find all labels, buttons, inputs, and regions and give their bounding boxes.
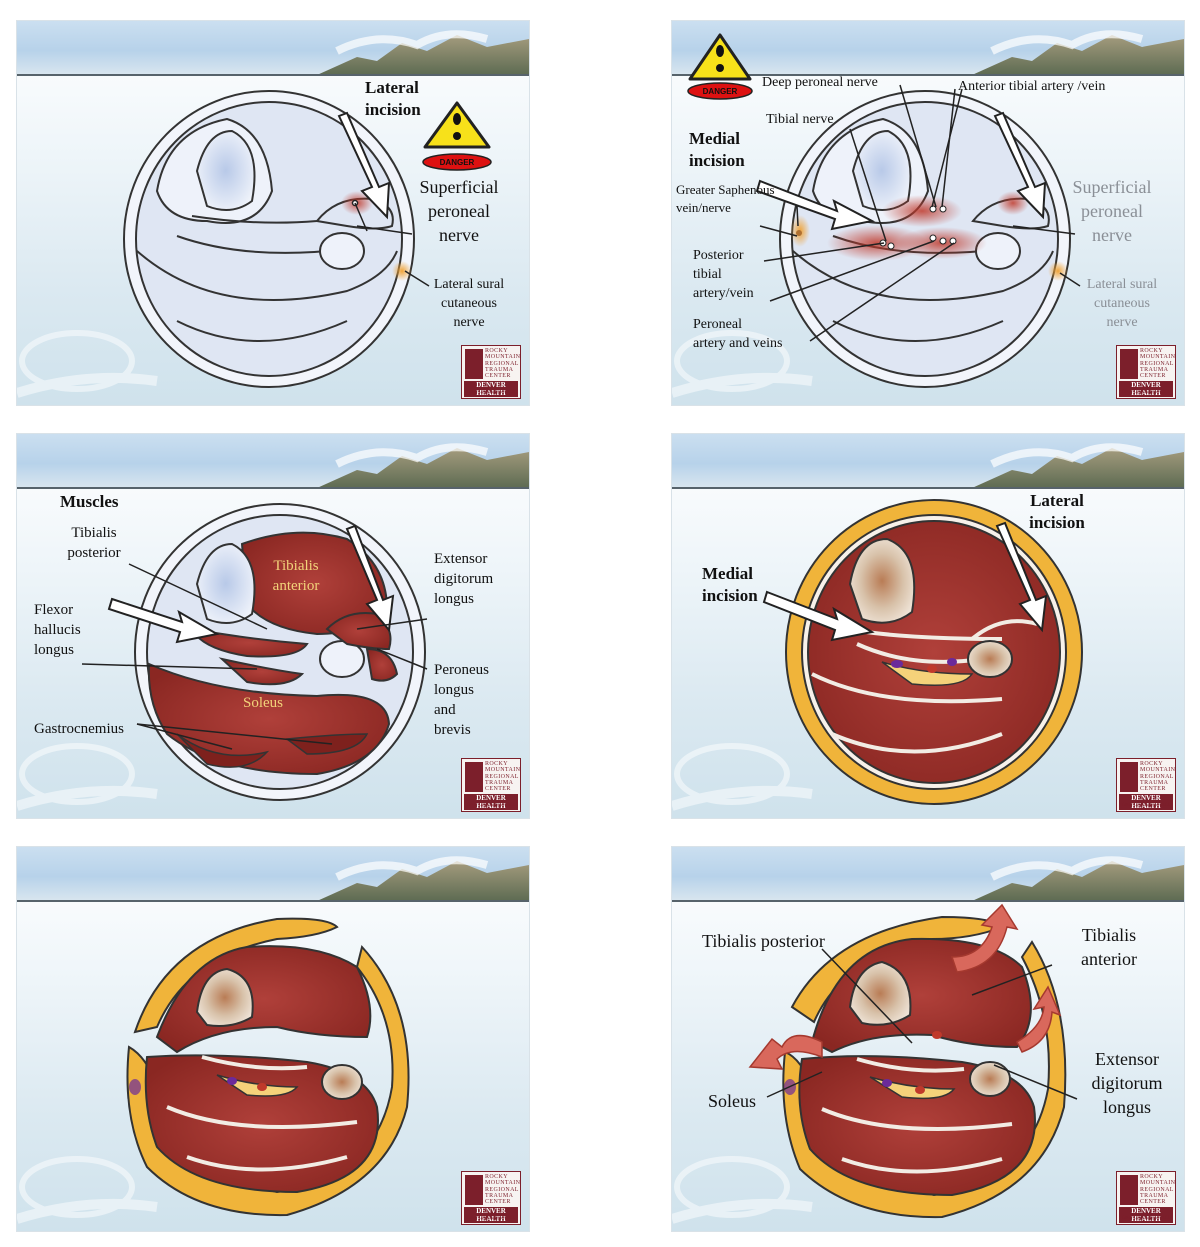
label-superficial-peroneal-nerve: Superficial peroneal nerve [419, 177, 499, 245]
label-peroneal-artery-and-veins: Peroneal artery and veins [693, 317, 783, 351]
cross-section [782, 915, 1067, 1219]
banner-mountains [972, 856, 1184, 901]
label-anterior-tibial-artery-vein: Anterior tibial artery /vein [958, 79, 1106, 94]
label-extensor-digitorum-longus: Extensor digitorum longus [434, 551, 494, 607]
cross-section [779, 90, 1071, 388]
leader-lines [81, 563, 428, 750]
label-tibialis-posterior: Tibialis posterior [67, 525, 121, 561]
label-deep-peroneal-nerve: Deep peroneal nerve [762, 75, 878, 90]
cross-section [126, 917, 410, 1217]
leg-cross-section-diagram [672, 443, 1184, 811]
leg-silhouette-watermark [672, 1156, 813, 1224]
incision-arrows [107, 524, 395, 644]
leg-silhouette-watermark [672, 330, 813, 398]
label-tibialis-anterior: Tibialis anterior [272, 558, 320, 594]
slide-lateral-incision-nerves: DANGER Lateral incision Superficial pero… [16, 20, 530, 406]
label-flexor-hallucis-longus: Flexor hallucis longus [34, 602, 81, 658]
slide-muscles: Muscles Tibialis posterior Tibialis ante… [16, 433, 530, 819]
label-gastrocnemius: Gastrocnemius [34, 721, 124, 737]
banner-mountains [972, 443, 1184, 488]
cross-section [134, 503, 426, 801]
danger-warning-icon: DANGER [687, 33, 753, 100]
label-medial-incision: Medial incision [702, 564, 758, 605]
label-lateral-incision: Lateral incision [365, 78, 421, 119]
leader-lines [766, 948, 1078, 1100]
leg-cross-section-diagram: DANGER [17, 30, 529, 398]
label-medial-incision: Medial incision [689, 129, 745, 170]
incision-arrows [762, 521, 1048, 642]
banner-mountains [317, 30, 529, 75]
label-lateral-sural-cutaneous-nerve: Lateral sural cutaneous nerve [433, 277, 505, 330]
banner-mountains [317, 856, 529, 901]
svg-text:DANGER: DANGER [440, 158, 475, 167]
label-soleus: Soleus [708, 1091, 757, 1111]
leg-silhouette-watermark [17, 1156, 158, 1224]
cross-section [785, 499, 1083, 805]
svg-text:DANGER: DANGER [703, 87, 738, 96]
lateral-incision-arrow [993, 111, 1047, 220]
label-tibialis-anterior: Tibialis anterior [1081, 925, 1137, 969]
medial-incision-arrow [755, 179, 875, 231]
danger-warning-icon: DANGER [422, 101, 492, 171]
slide-medial-incision-nerves: DANGER Deep peroneal nerve Anterior tibi… [671, 20, 1185, 406]
expansion-arrows [748, 903, 1062, 1070]
cross-section [123, 90, 415, 388]
label-superficial-peroneal-nerve: Superficial peroneal nerve [1072, 177, 1152, 245]
leader-lines [759, 84, 1081, 342]
label-lateral-incision: Lateral incision [1029, 491, 1085, 532]
label-peroneus-longus-and-brevis: Peroneus longus and brevis [434, 662, 489, 738]
label-posterior-tibial-artery-vein: Posterior tibial artery/vein [693, 248, 754, 301]
banner-mountains [972, 30, 1184, 75]
leg-cross-section-diagram [672, 856, 1184, 1224]
label-tibialis-posterior: Tibialis posterior [702, 931, 825, 951]
leg-cross-section-diagram: DANGER [672, 30, 1184, 398]
leg-cross-section-diagram [17, 443, 529, 811]
label-lateral-sural-cutaneous-nerve: Lateral sural cutaneous nerve [1086, 277, 1158, 330]
leader-lines [351, 199, 430, 287]
label-tibial-nerve: Tibial nerve [766, 112, 834, 127]
label-extensor-digitorum-longus: Extensor digitorum longus [1091, 1049, 1163, 1117]
label-soleus: Soleus [243, 695, 284, 711]
leg-silhouette-watermark [17, 743, 158, 811]
leg-silhouette-watermark [17, 330, 158, 398]
lateral-incision-arrow [337, 111, 391, 220]
leg-silhouette-watermark [672, 743, 813, 811]
label-greater-saphenous-vein-nerve: Greater Saphenous vein/nerve [676, 182, 775, 215]
banner-mountains [317, 443, 529, 488]
label-muscles-heading: Muscles [60, 492, 119, 511]
slide-compartments-released: Tibialis posterior Tibialis anterior Sol… [671, 846, 1185, 1232]
leg-cross-section-diagram [17, 856, 529, 1224]
